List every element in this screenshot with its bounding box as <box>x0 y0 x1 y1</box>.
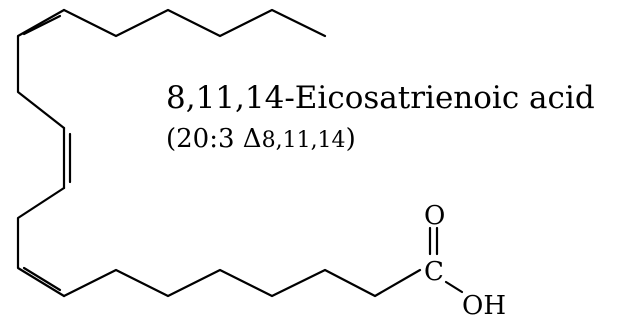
carboxyl-carbon-label: C <box>424 257 444 287</box>
notation-suffix: ) <box>345 124 356 154</box>
hydroxyl-bond <box>444 280 464 294</box>
omega-tail-chain <box>62 8 327 38</box>
notation-positions: 8,11,14 <box>261 128 346 153</box>
oxygen-double-label: O <box>424 201 445 231</box>
notation-prefix: (20:3 Δ <box>166 124 262 154</box>
compound-name: 8,11,14-Eicosatrienoic acid <box>166 80 595 116</box>
chain-11-to-9 <box>16 186 66 298</box>
double-bond-8 <box>22 266 62 292</box>
chain-14-to-12 <box>16 8 66 130</box>
double-bond-14 <box>22 14 62 36</box>
hydroxyl-label: OH <box>462 291 506 321</box>
lipid-notation: (20:3 Δ8,11,14) <box>166 124 356 154</box>
carboxyl-chain <box>62 268 422 298</box>
